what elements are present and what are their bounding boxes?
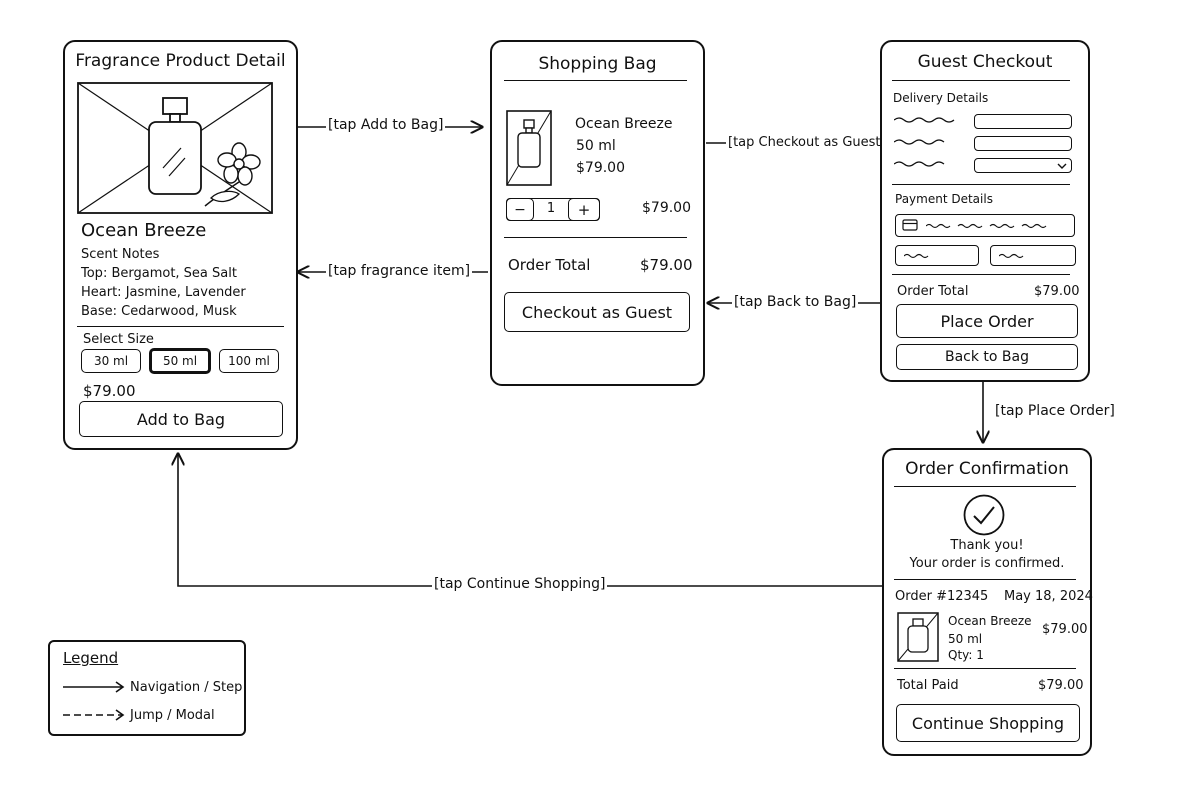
place-order-button[interactable]: Place Order xyxy=(896,304,1078,338)
transition-label-place-order: [tap Place Order] xyxy=(993,403,1117,419)
bag-order-total-value: $79.00 xyxy=(640,256,693,274)
order-item-size: 50 ml xyxy=(948,632,983,646)
transition-label-checkout-as-guest: [tap Checkout as Guest] xyxy=(726,135,888,150)
divider xyxy=(892,274,1070,275)
quantity-decrease-button[interactable]: − xyxy=(506,198,534,221)
total-paid-label: Total Paid xyxy=(897,678,959,693)
product-name: Ocean Breeze xyxy=(81,220,207,241)
checkout-order-total-label: Order Total xyxy=(897,284,969,299)
payment-details-heading: Payment Details xyxy=(895,192,993,206)
screen-title: Guest Checkout xyxy=(917,52,1053,72)
card-number-placeholder xyxy=(926,223,1047,229)
transition-label-back-to-bag: [tap Back to Bag] xyxy=(732,294,859,310)
delivery-input-2[interactable] xyxy=(974,136,1072,151)
divider xyxy=(504,237,687,238)
legend-solid-arrow xyxy=(63,681,125,693)
legend-title: Legend xyxy=(63,649,119,667)
legend-navigation-label: Navigation / Step xyxy=(130,680,243,695)
delivery-input-1[interactable] xyxy=(974,114,1072,129)
bag-item-size: 50 ml xyxy=(576,138,616,154)
checkout-as-guest-button[interactable]: Checkout as Guest xyxy=(504,292,690,332)
size-option-30ml[interactable]: 30 ml xyxy=(81,349,141,373)
transition-label-add-to-bag: [tap Add to Bag] xyxy=(326,117,446,133)
bag-item-thumbnail xyxy=(506,110,552,186)
divider xyxy=(892,184,1070,185)
bag-order-total-label: Order Total xyxy=(508,256,591,274)
screen-shopping-bag: Shopping Bag Ocean Breeze 50 ml $79.00 −… xyxy=(490,40,705,386)
card-expiry-placeholder xyxy=(904,253,929,259)
screen-title: Fragrance Product Detail xyxy=(75,51,286,71)
order-item-thumbnail xyxy=(897,612,939,662)
credit-card-icon xyxy=(902,219,918,231)
order-confirmed-message: Your order is confirmed. xyxy=(909,556,1065,571)
thank-you-message: Thank you! xyxy=(950,538,1024,553)
bag-item-price: $79.00 xyxy=(576,160,625,176)
legend-dashed-arrow xyxy=(63,709,125,721)
bag-item-name: Ocean Breeze xyxy=(575,116,673,132)
divider xyxy=(894,486,1076,487)
quantity-increase-button[interactable]: + xyxy=(568,198,600,221)
order-item-price: $79.00 xyxy=(1042,622,1088,637)
screen-product-detail: Fragrance Product Detail Ocean Breeze Sc… xyxy=(63,40,298,450)
card-cvc-placeholder xyxy=(999,253,1024,259)
arrow-continue-shopping xyxy=(178,454,884,587)
bag-line-total: $79.00 xyxy=(642,200,691,216)
legend-jump-label: Jump / Modal xyxy=(130,708,215,723)
delivery-field-labels xyxy=(894,117,955,167)
scent-note-top: Top: Bergamot, Sea Salt xyxy=(81,266,237,281)
divider xyxy=(77,326,284,327)
back-to-bag-button[interactable]: Back to Bag xyxy=(896,344,1078,370)
chevron-down-icon xyxy=(1057,163,1067,169)
continue-shopping-button[interactable]: Continue Shopping xyxy=(896,704,1080,742)
scent-note-heart: Heart: Jasmine, Lavender xyxy=(81,285,246,300)
select-size-label: Select Size xyxy=(83,332,154,347)
total-paid-value: $79.00 xyxy=(1038,678,1084,693)
legend: Legend Navigation / Step Jump / Modal xyxy=(48,640,246,736)
scent-note-base: Base: Cedarwood, Musk xyxy=(81,304,237,319)
size-option-50ml[interactable]: 50 ml xyxy=(149,348,211,374)
order-number: Order #12345 xyxy=(895,589,989,604)
add-to-bag-button[interactable]: Add to Bag xyxy=(79,401,283,437)
quantity-value: 1 xyxy=(546,201,556,216)
card-expiry-input[interactable] xyxy=(895,245,979,266)
screen-order-confirmation: Order Confirmation Thank you! Your order… xyxy=(882,448,1093,756)
scent-notes-heading: Scent Notes xyxy=(81,247,160,262)
order-date: May 18, 2024 xyxy=(1004,589,1093,604)
product-price: $79.00 xyxy=(83,382,136,400)
delivery-details-heading: Delivery Details xyxy=(893,91,989,105)
order-item-name: Ocean Breeze xyxy=(948,614,1032,628)
checkmark-icon xyxy=(963,494,1005,536)
screen-title: Shopping Bag xyxy=(538,54,657,74)
order-item-qty: Qty: 1 xyxy=(948,648,984,662)
screen-title: Order Confirmation xyxy=(905,459,1069,479)
divider xyxy=(894,579,1076,580)
screen-guest-checkout: Guest Checkout Delivery Details Payment … xyxy=(880,40,1090,382)
transition-label-fragrance-item: [tap fragrance item] xyxy=(326,263,473,279)
checkout-order-total-value: $79.00 xyxy=(1034,284,1080,299)
card-cvc-input[interactable] xyxy=(990,245,1076,266)
delivery-select[interactable] xyxy=(974,158,1072,173)
product-image-placeholder xyxy=(77,82,273,214)
card-number-input[interactable] xyxy=(895,214,1075,237)
size-option-100ml[interactable]: 100 ml xyxy=(219,349,279,373)
divider xyxy=(894,668,1076,669)
divider xyxy=(892,80,1070,81)
divider xyxy=(504,80,687,81)
transition-label-continue-shopping: [tap Continue Shopping] xyxy=(432,576,608,592)
